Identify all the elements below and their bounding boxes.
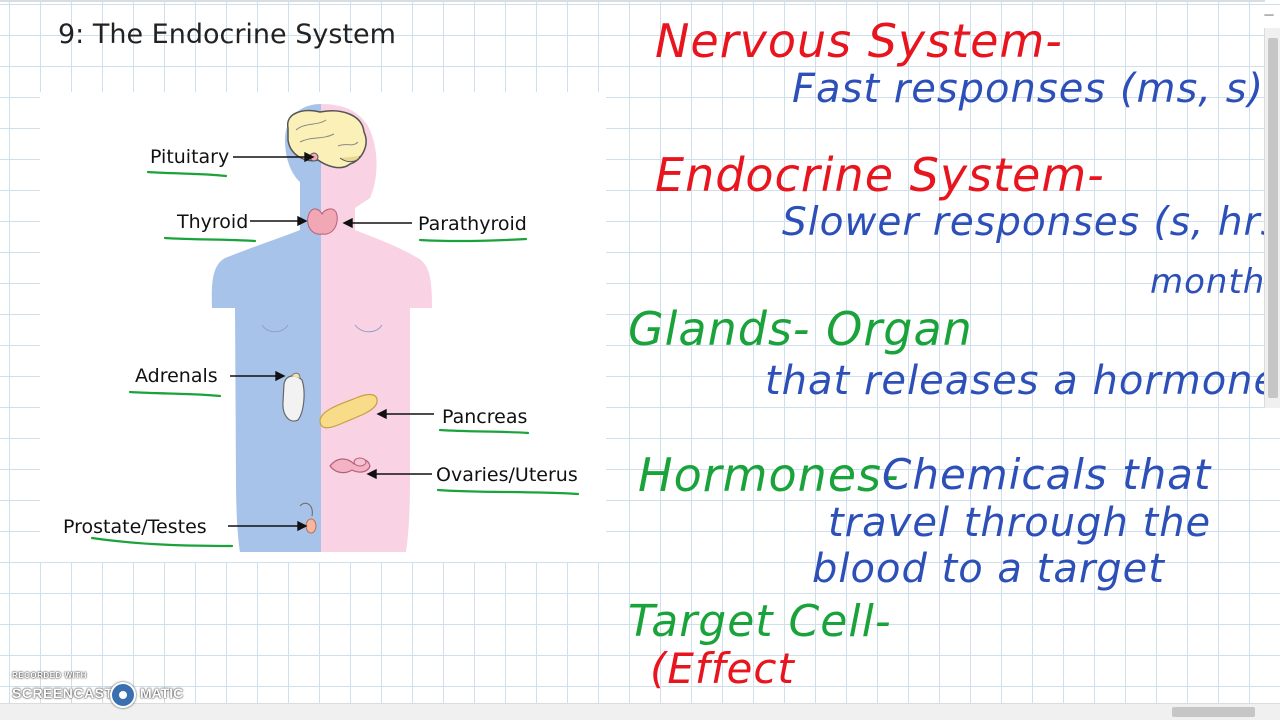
watermark-recorded-with: RECORDED WITH [12,671,87,680]
horizontal-scroll-thumb[interactable] [1172,707,1255,717]
screencast-watermark: RECORDED WITH SCREENCAST MATIC [12,671,192,711]
watermark-brand-left: SCREENCAST [12,685,114,701]
note-endocrine-text-1: Slower responses (s, hrs, [782,200,1280,245]
label-pancreas: Pancreas [442,406,528,428]
top-border [0,0,1265,2]
label-prostate-testes: Prostate/Testes [63,516,207,538]
watermark-brand-right: MATIC [140,685,184,701]
note-endocrine-text-2: months) [1150,262,1280,302]
note-hormones-text-3: blood to a target [812,546,1165,592]
vertical-scroll-thumb[interactable] [1268,38,1278,398]
note-nervous-text: Fast responses (ms, s) [792,66,1265,112]
minimize-icon[interactable]: ─ [1264,7,1274,22]
note-nervous-heading: Nervous System- [655,14,1063,68]
note-hormones-text-1: Chemicals that [882,450,1212,499]
note-glands-heading: Glands- Organ [628,302,973,356]
note-target-heading: Target Cell- [628,596,892,647]
label-parathyroid: Parathyroid [418,213,527,235]
label-ovaries-uterus: Ovaries/Uterus [436,464,578,486]
screencast-logo-icon [110,682,136,708]
body-illustration [90,104,580,552]
vertical-scrollbar[interactable] [1264,28,1280,408]
note-hormones-text-2: travel through the [828,500,1212,546]
horizontal-scrollbar[interactable] [0,703,1280,720]
label-thyroid: Thyroid [177,211,249,233]
label-pituitary: Pituitary [150,146,230,168]
note-target-text: (Effect [650,644,795,693]
page-title: 9: The Endocrine System [58,19,396,50]
note-glands-text: that releases a hormone [765,358,1280,404]
note-endocrine-heading: Endocrine System- [655,148,1105,202]
label-adrenals: Adrenals [135,365,218,387]
note-hormones-heading: Hormones- [638,448,900,502]
